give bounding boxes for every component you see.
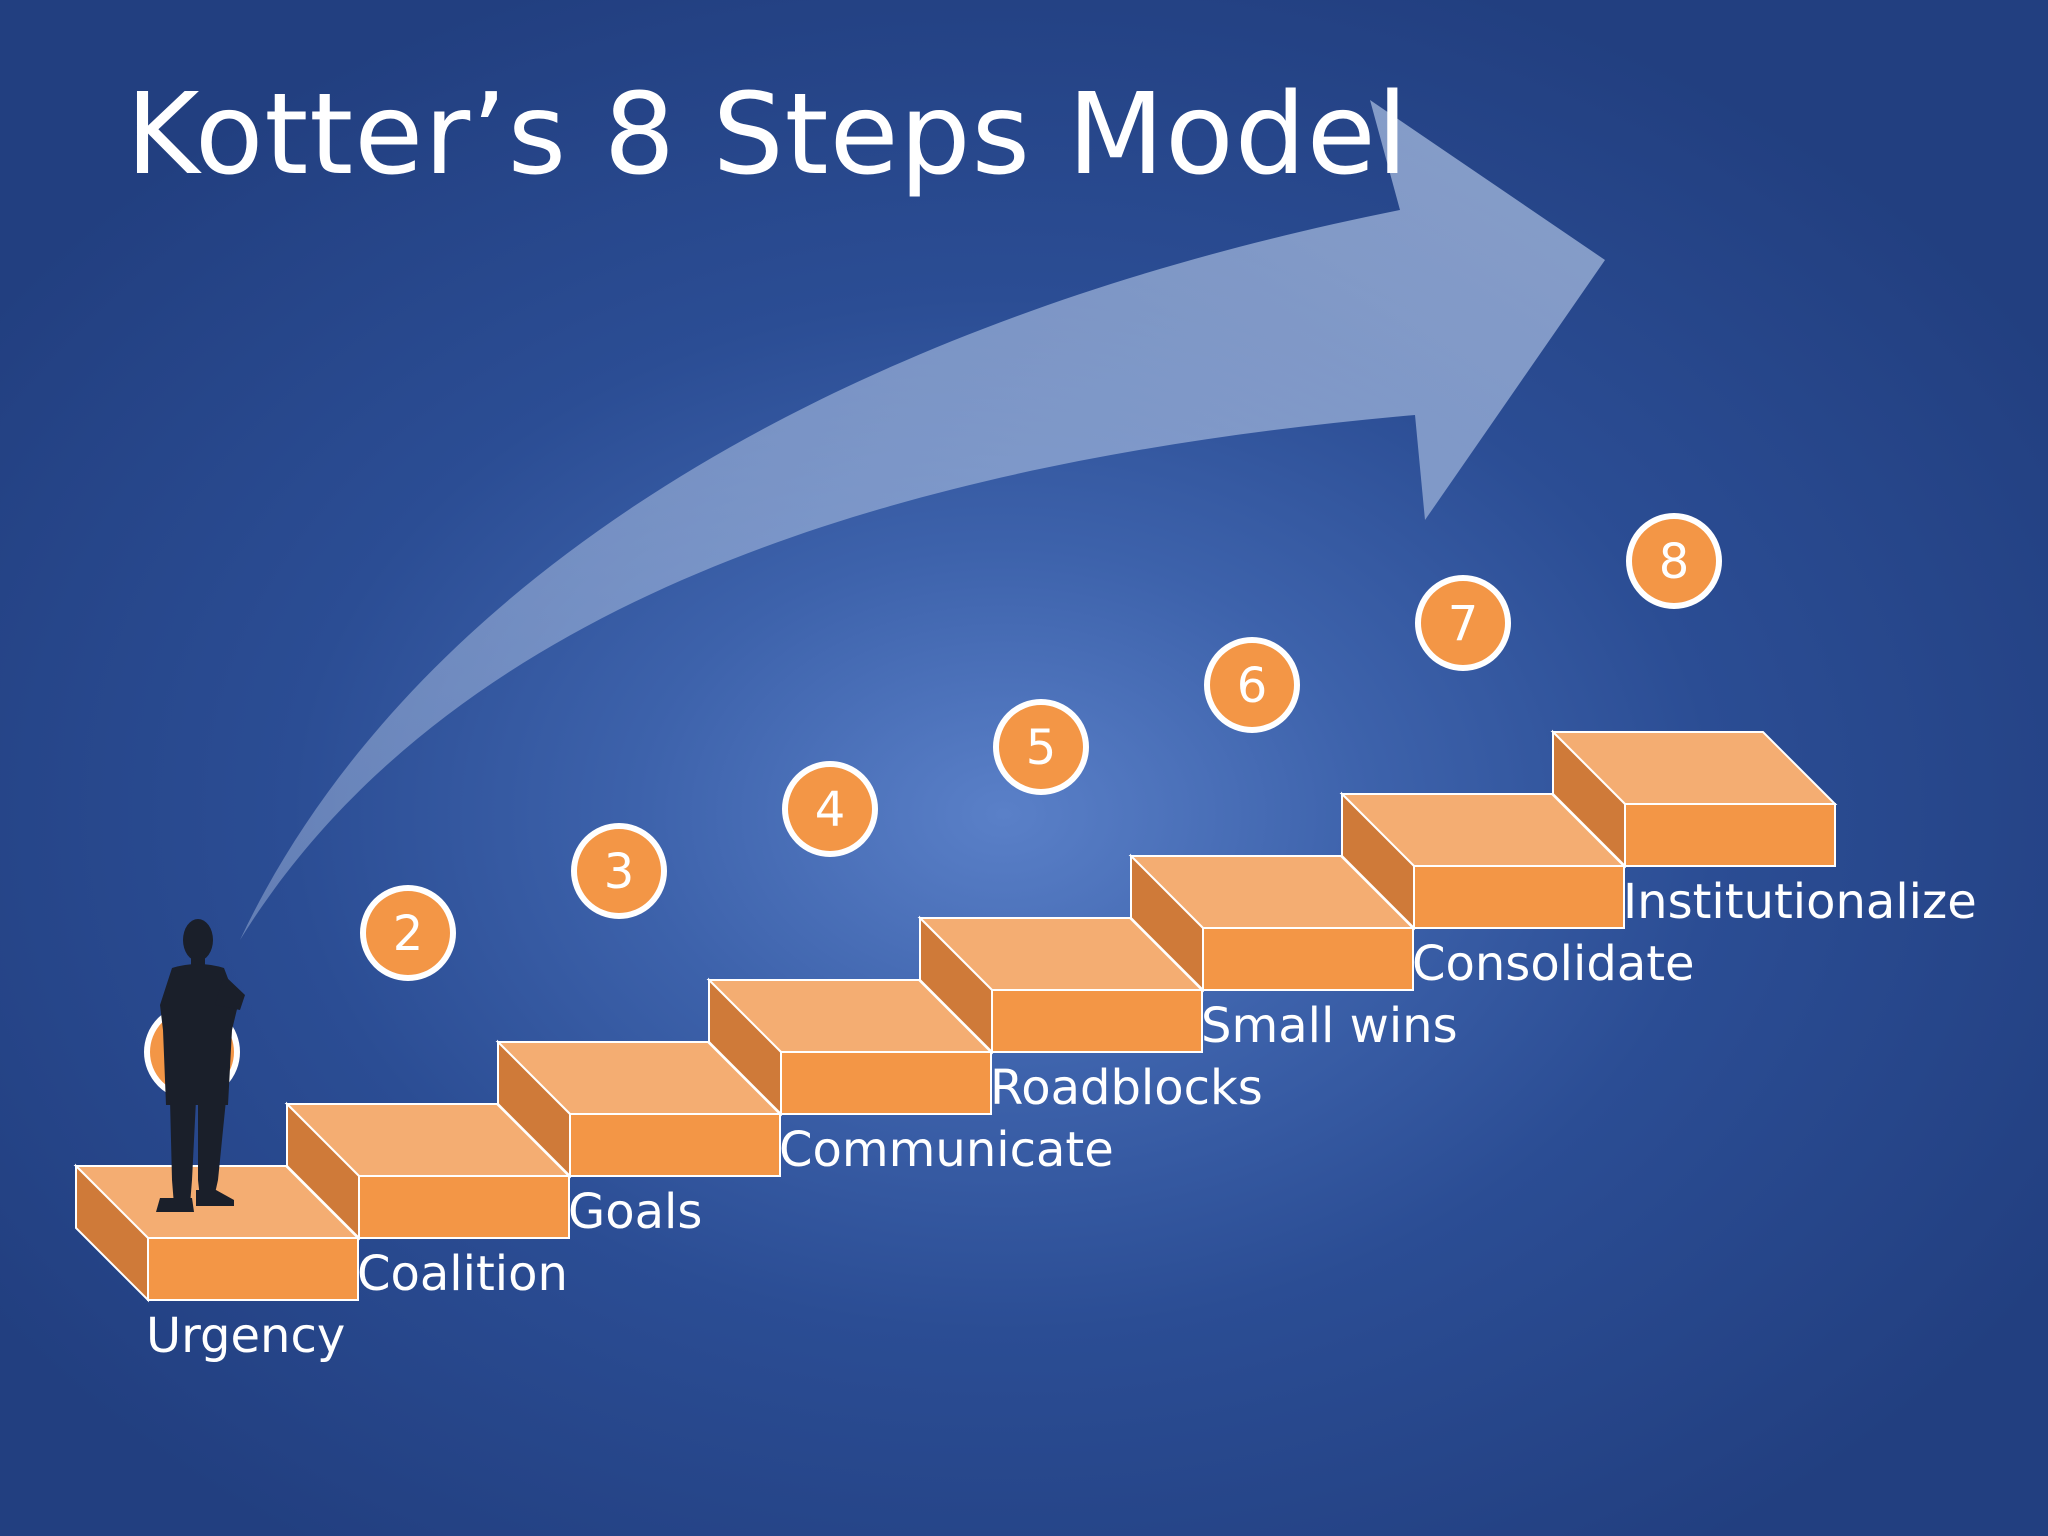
step-label: Roadblocks	[990, 1060, 1263, 1116]
step-number: 8	[1659, 534, 1690, 590]
step-number-circle	[1626, 513, 1722, 609]
step-front	[358, 1175, 570, 1239]
step-number: 5	[1026, 720, 1057, 776]
step-front	[780, 1051, 992, 1115]
step-number: 2	[393, 906, 424, 962]
step-7	[1339, 791, 1627, 931]
step-number: 6	[1237, 658, 1268, 714]
standing-person-silhouette-icon	[156, 919, 245, 1212]
step-number: 3	[604, 844, 635, 900]
step-number-circle	[571, 823, 667, 919]
steps-layer: Urgency1Coalition2Goals3Communicate4Road…	[73, 513, 1977, 1364]
step-label: Goals	[568, 1184, 702, 1240]
step-label: Coalition	[357, 1246, 568, 1302]
step-front	[147, 1237, 359, 1301]
step-front	[1413, 865, 1625, 929]
step-label: Urgency	[146, 1308, 345, 1364]
step-number-circle	[360, 885, 456, 981]
step-number-circle	[782, 761, 878, 857]
step-front	[991, 989, 1203, 1053]
step-label: Consolidate	[1412, 936, 1695, 992]
step-label: Communicate	[779, 1122, 1114, 1178]
step-front	[569, 1113, 781, 1177]
step-3	[495, 1039, 783, 1179]
page-title: Kotter’s 8 Steps Model	[126, 70, 1409, 200]
step-number-circle	[1204, 637, 1300, 733]
step-number-circle	[1415, 575, 1511, 671]
step-6	[1128, 853, 1416, 993]
step-label: Small wins	[1201, 998, 1458, 1054]
step-label: Institutionalize	[1623, 874, 1977, 930]
step-number-circle	[993, 699, 1089, 795]
step-5	[917, 915, 1205, 1055]
curved-up-right-arrow-icon	[240, 100, 1605, 940]
step-front	[1202, 927, 1414, 991]
step-8	[1550, 729, 1838, 869]
step-number: 4	[815, 782, 846, 838]
step-front	[1624, 803, 1836, 867]
step-4	[706, 977, 994, 1117]
step-number: 7	[1448, 596, 1479, 652]
